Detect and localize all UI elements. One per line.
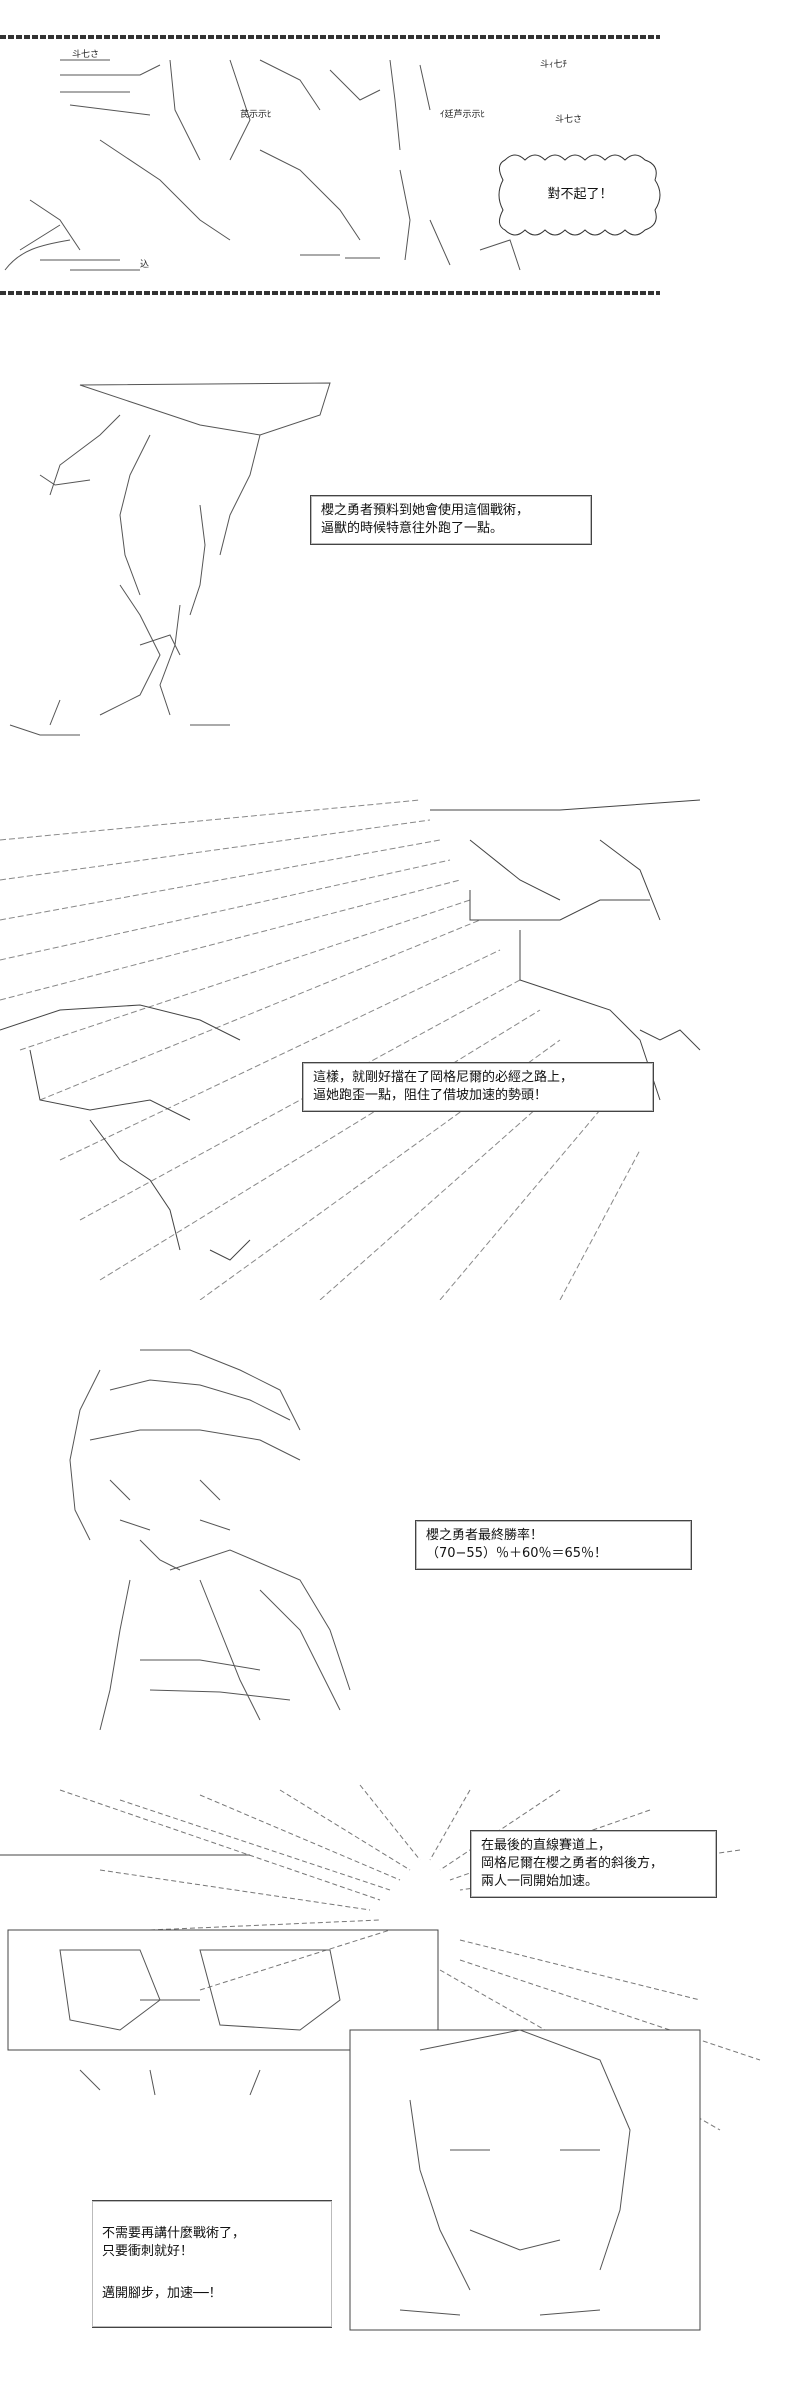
- panel5-caption-bottom-line2: 邁開腳步，加速──！: [102, 2286, 222, 2301]
- panel1-label-d: 斗ｨ七ﾁ: [540, 60, 568, 70]
- panel3-caption: 這樣，就剛好擋在了岡格尼爾的必經之路上， 逼她跑歪一點，阻住了借坡加速的勢頭！: [302, 1062, 654, 1112]
- apology-text: 對不起了！: [547, 187, 613, 202]
- panel1-label-f: 込: [140, 260, 150, 270]
- panel5-caption-bottom-line1: 不需要再講什麼戰術了， 只要衝刺就好！: [102, 2226, 246, 2259]
- panel-blocking: 這樣，就剛好擋在了岡格尼爾的必經之路上， 逼她跑歪一點，阻住了借坡加速的勢頭！: [0, 780, 799, 1300]
- top-divider: [0, 35, 660, 39]
- panel1-label-a: 斗七さ: [72, 50, 100, 60]
- panel4-portrait-art: [0, 1330, 799, 1730]
- panel-apology: 斗七さ 芪示示ﾋ ｲ廷芦示示ﾋ 斗ｨ七ﾁ 斗七さ 込 對不起了！: [0, 20, 799, 305]
- panel1-label-b: 芪示示ﾋ: [240, 110, 272, 120]
- bottom-divider: [0, 291, 660, 295]
- panel5-caption-top: 在最後的直線賽道上， 岡格尼爾在櫻之勇者的斜後方， 兩人一同開始加速。: [470, 1830, 717, 1898]
- panel2-caption: 櫻之勇者預料到她會使用這個戰術， 逼獸的時候特意往外跑了一點。: [310, 495, 592, 545]
- panel1-art: [0, 20, 799, 305]
- panel2-figure-art: [0, 355, 799, 755]
- panel4-caption: 櫻之勇者最終勝率！ （70−55）％＋60％＝65％！: [415, 1520, 692, 1570]
- panel-win-rate: 櫻之勇者最終勝率！ （70−55）％＋60％＝65％！: [0, 1330, 799, 1730]
- panel-final-sprint: 在最後的直線賽道上， 岡格尼爾在櫻之勇者的斜後方， 兩人一同開始加速。 不需要再…: [0, 1770, 799, 2360]
- apology-speech-bubble: 對不起了！: [495, 150, 665, 240]
- panel3-speedlines-art: [0, 780, 799, 1300]
- panel-tactic: 櫻之勇者預料到她會使用這個戰術， 逼獸的時候特意往外跑了一點。: [0, 355, 799, 755]
- panel5-art: [0, 1770, 799, 2360]
- panel1-label-c: ｲ廷芦示示ﾋ: [440, 110, 486, 120]
- panel1-label-e: 斗七さ: [555, 115, 583, 125]
- panel5-caption-bottom: 不需要再講什麼戰術了， 只要衝刺就好！ 邁開腳步，加速──！: [92, 2200, 332, 2328]
